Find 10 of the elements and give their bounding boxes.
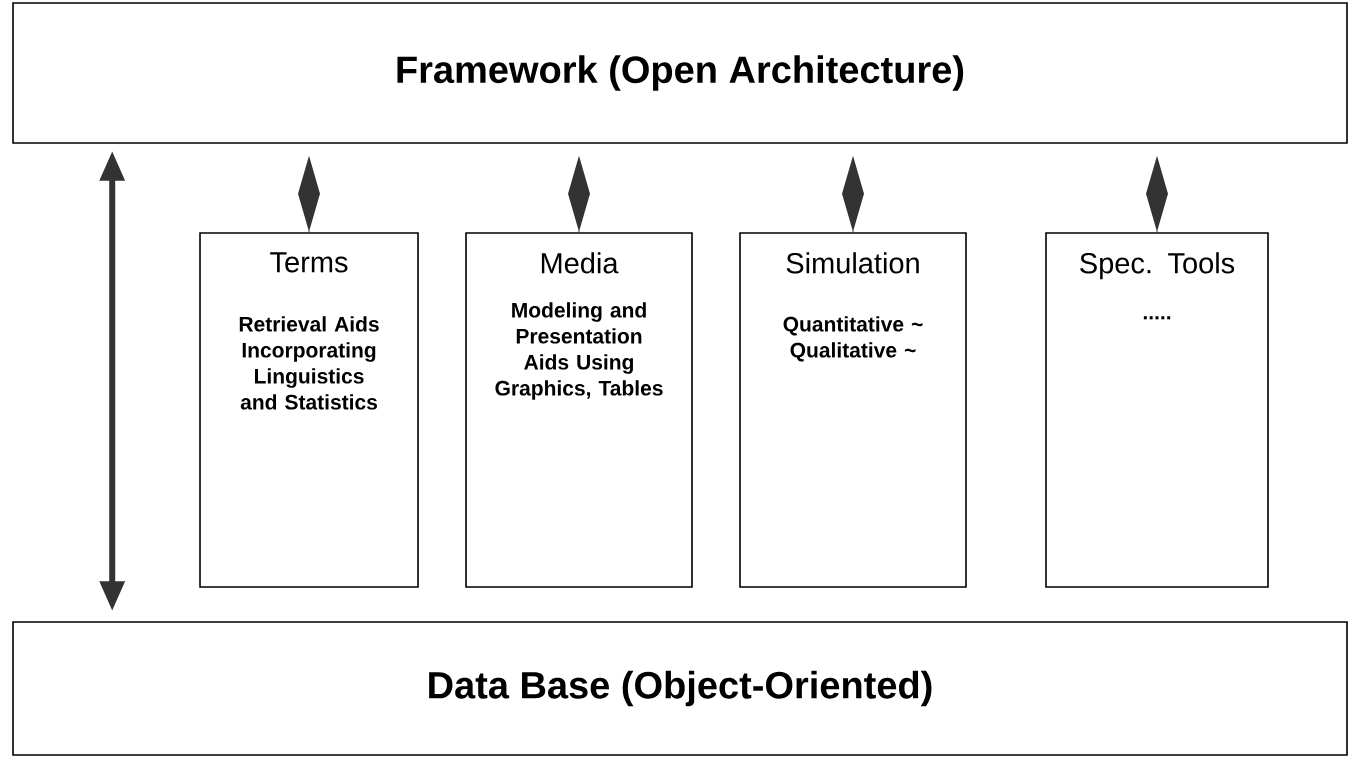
diamond-connector <box>842 155 864 233</box>
module-box: Spec. Tools ..... <box>1045 232 1269 588</box>
diamond-connector <box>1146 155 1168 233</box>
module-box: Simulation Quantitative ~ Qualitative ~ <box>739 232 967 588</box>
module-box: Terms Retrieval Aids Incorporating Linguistics and Statistics <box>199 232 419 588</box>
layer-box: Data Base (Object-Oriented) <box>12 621 1348 756</box>
layer-box: Framework (Open Architecture) <box>12 2 1348 144</box>
diamond-connector <box>298 155 320 233</box>
module-box: Media Modeling and Presentation Aids Using Graphics, Tables <box>465 232 693 588</box>
diamond-connector <box>568 155 590 233</box>
